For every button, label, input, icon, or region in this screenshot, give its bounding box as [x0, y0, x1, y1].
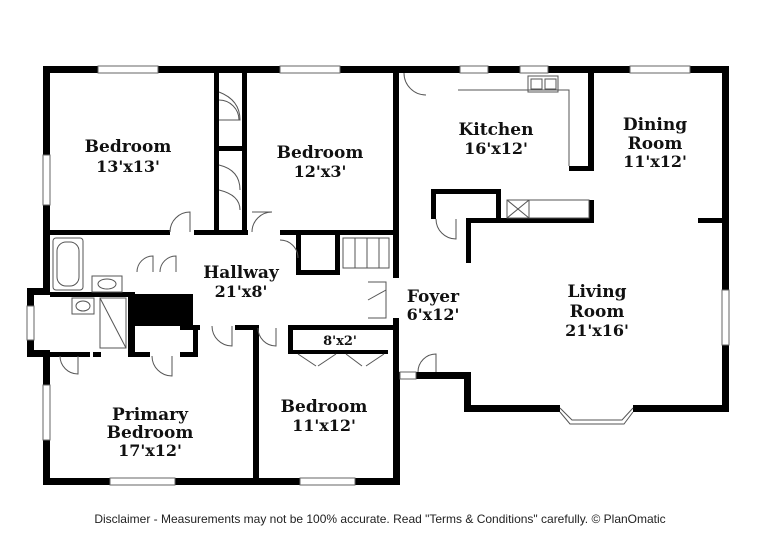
room-kitchen: Kitchen 16'x12': [459, 120, 534, 158]
room-bedroom-s: Bedroom 11'x12': [281, 397, 368, 435]
room-name: Hallway: [203, 263, 280, 283]
room-name-line2: Room: [628, 134, 683, 154]
room-dimensions: 16'x12': [464, 139, 528, 158]
interior-walls: [43, 73, 729, 485]
room-living: Living Room 21'x16': [565, 282, 629, 340]
room-name-line2: Bedroom: [107, 423, 194, 443]
room-name-line1: Living: [568, 282, 627, 302]
windows: [26, 65, 730, 486]
room-name: Bedroom: [277, 143, 364, 163]
room-name-line2: Room: [570, 302, 625, 322]
room-dining: Dining Room 11'x12': [623, 115, 687, 171]
room-foyer: Foyer 6'x12': [407, 287, 460, 324]
room-name: Bedroom: [85, 137, 172, 157]
room-dimensions: 21'x16': [565, 321, 629, 340]
room-bedroom-n: Bedroom 12'x3': [277, 143, 364, 181]
room-name-line1: Dining: [623, 115, 687, 135]
room-bedroom-nw: Bedroom 13'x13': [85, 137, 172, 176]
room-primary-bedroom: Primary Bedroom 17'x12': [107, 405, 194, 460]
room-dimensions: 11'x12': [292, 416, 356, 435]
closet-8x2: 8'x2': [323, 334, 357, 349]
room-dimensions: 8'x2': [323, 334, 357, 349]
room-dimensions: 21'x8': [215, 282, 268, 301]
room-dimensions: 17'x12': [118, 441, 182, 460]
room-name-line1: Primary: [112, 405, 189, 425]
disclaimer-text: Disclaimer - Measurements may not be 100…: [94, 512, 666, 526]
room-hallway: Hallway 21'x8': [203, 263, 280, 301]
room-name: Kitchen: [459, 120, 534, 140]
room-name: Foyer: [407, 287, 460, 307]
room-name: Bedroom: [281, 397, 368, 417]
room-dimensions: 6'x12': [407, 305, 460, 324]
room-dimensions: 12'x3': [294, 162, 347, 181]
room-dimensions: 13'x13': [96, 157, 160, 176]
room-dimensions: 11'x12': [623, 152, 687, 171]
fixtures: [52, 72, 590, 377]
